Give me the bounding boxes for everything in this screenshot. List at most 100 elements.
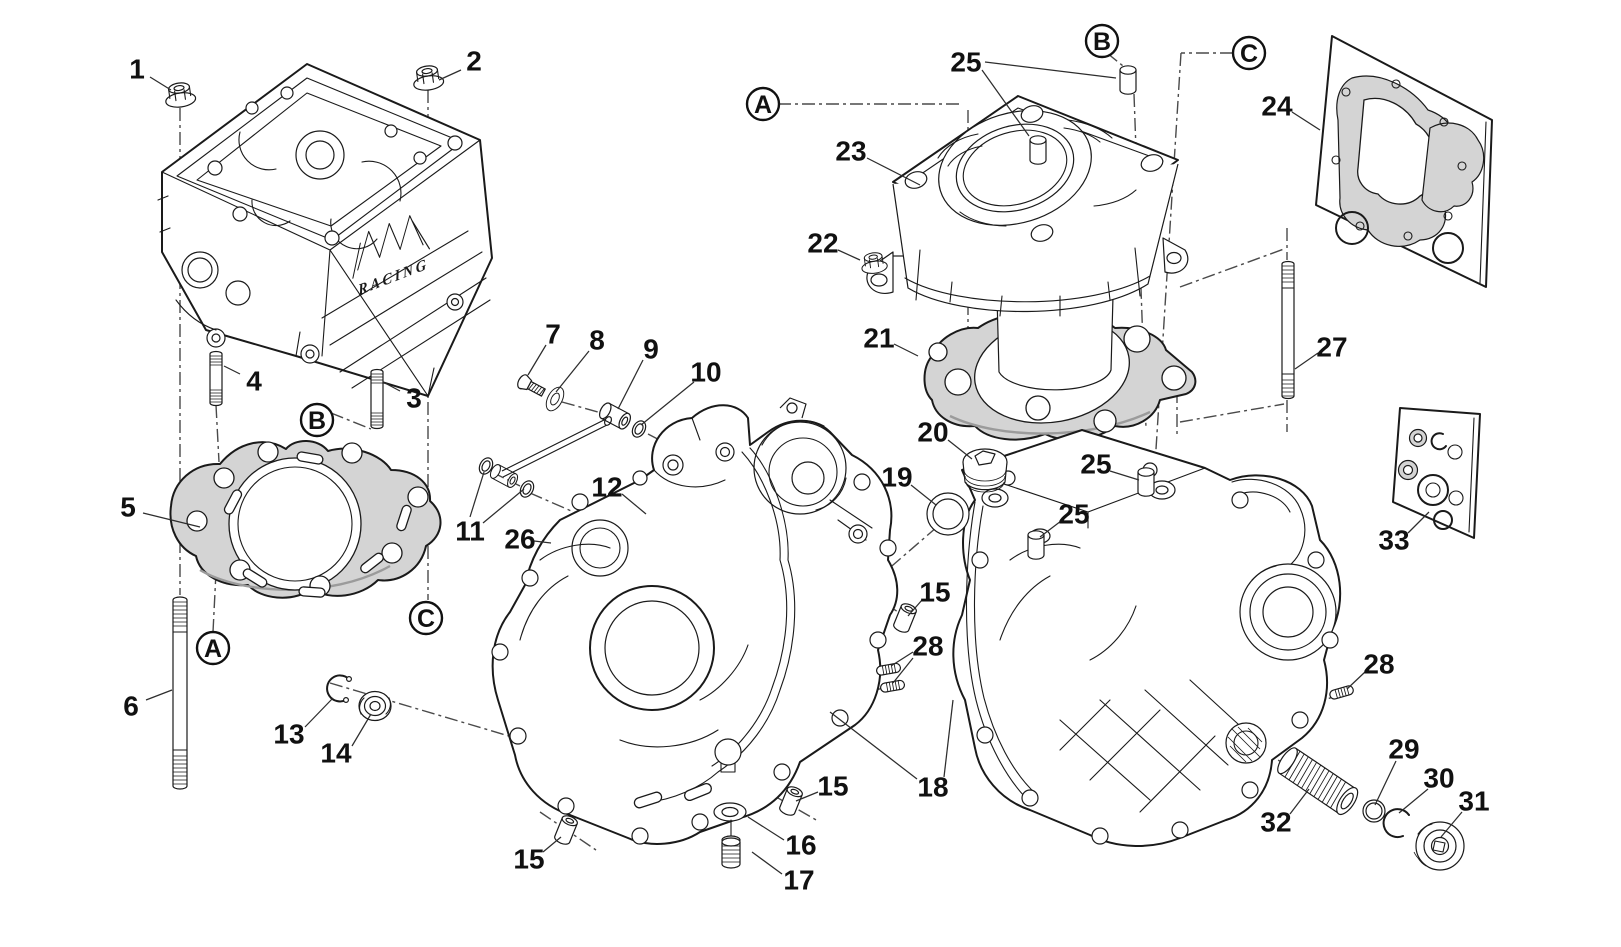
callout-11: 11 bbox=[455, 516, 485, 547]
leader-line-27 bbox=[1294, 352, 1319, 370]
axis-line bbox=[1179, 248, 1285, 288]
leader-line-31 bbox=[1440, 811, 1463, 838]
leader-line-16 bbox=[747, 816, 785, 841]
callout-20: 20 bbox=[917, 417, 948, 448]
dowel-pin-25c bbox=[1137, 467, 1155, 497]
ref-letter-C: C bbox=[1240, 40, 1258, 68]
leader-line-25 bbox=[1039, 520, 1062, 538]
axis-line bbox=[215, 404, 220, 463]
leader-line-17 bbox=[751, 851, 783, 875]
leader-line-7 bbox=[527, 344, 547, 376]
callout-17: 17 bbox=[783, 865, 814, 896]
o-ring-30 bbox=[1382, 808, 1410, 839]
crankcase-half-left-drawing bbox=[491, 397, 899, 845]
leader-line-25 bbox=[984, 61, 1117, 79]
crankcase-half-right-drawing bbox=[952, 429, 1342, 847]
stud-3 bbox=[370, 368, 384, 430]
axis-line bbox=[529, 492, 609, 528]
ref-letter-C: C bbox=[417, 605, 435, 633]
leader-line-6 bbox=[145, 689, 173, 701]
callout-15: 15 bbox=[513, 844, 544, 875]
leader-line-25 bbox=[981, 69, 1030, 137]
callout-18: 18 bbox=[917, 772, 948, 803]
seal-kit-drawing bbox=[1392, 407, 1481, 539]
callout-9: 9 bbox=[643, 334, 659, 365]
washer-8 bbox=[542, 383, 568, 415]
leader-line-26 bbox=[533, 540, 552, 544]
leader-line-22 bbox=[837, 249, 861, 261]
leader-line-13 bbox=[304, 697, 334, 728]
leader-line-23 bbox=[866, 157, 921, 186]
ref-letter-circle-B bbox=[299, 402, 335, 438]
leader-line-19 bbox=[910, 484, 937, 506]
callout-30: 30 bbox=[1423, 763, 1454, 794]
dowel-15c bbox=[553, 814, 578, 846]
o-ring-29 bbox=[1362, 799, 1386, 823]
stud-4 bbox=[209, 350, 223, 407]
leader-line-14 bbox=[351, 713, 372, 747]
callout-26: 26 bbox=[504, 524, 535, 555]
callout-15: 15 bbox=[919, 577, 950, 608]
leader-line-1 bbox=[149, 76, 172, 91]
leader-line-33 bbox=[1407, 511, 1430, 534]
axis-line bbox=[330, 412, 372, 430]
bushing-9 bbox=[596, 400, 634, 432]
leader-line-15 bbox=[907, 599, 923, 617]
callout-1: 1 bbox=[129, 54, 145, 85]
axis-line bbox=[561, 401, 599, 413]
ref-letter-A: A bbox=[754, 91, 772, 119]
leader-line-4 bbox=[223, 365, 241, 375]
callout-24: 24 bbox=[1261, 91, 1293, 122]
ref-letter-circle-A bbox=[745, 86, 781, 122]
leader-line-28 bbox=[890, 651, 914, 667]
leader-line-2 bbox=[438, 69, 462, 81]
callout-31: 31 bbox=[1458, 786, 1489, 817]
leader-line-21 bbox=[893, 343, 919, 357]
leader-line-11 bbox=[482, 488, 525, 524]
cylinder-head-drawing: RACING bbox=[157, 63, 493, 397]
callout-6: 6 bbox=[123, 691, 139, 722]
gasket-kit-drawing bbox=[1315, 35, 1493, 288]
ref-letter-circle-C bbox=[408, 600, 444, 636]
dowel-15a bbox=[892, 602, 917, 634]
grub-screw-28b bbox=[879, 679, 906, 694]
callout-23: 23 bbox=[835, 136, 866, 167]
axis-line bbox=[1179, 403, 1285, 423]
dowel-pin-25b bbox=[1119, 65, 1137, 95]
callout-21: 21 bbox=[863, 323, 894, 354]
callout-10: 10 bbox=[690, 357, 721, 388]
callout-25: 25 bbox=[1080, 449, 1111, 480]
callout-19: 19 bbox=[881, 462, 912, 493]
callout-22: 22 bbox=[807, 228, 838, 259]
leader-line-30 bbox=[1398, 788, 1429, 814]
callout-2: 2 bbox=[466, 46, 482, 77]
leader-line-9 bbox=[617, 359, 644, 410]
leader-line-28 bbox=[892, 657, 914, 684]
callout-7: 7 bbox=[545, 319, 561, 350]
callout-15: 15 bbox=[817, 771, 848, 802]
leader-line-11 bbox=[469, 471, 485, 518]
ref-letter-A: A bbox=[204, 635, 222, 663]
callout-28: 28 bbox=[1363, 649, 1394, 680]
callout-25: 25 bbox=[1058, 499, 1089, 530]
ref-letter-circle-B bbox=[1084, 23, 1120, 59]
callout-13: 13 bbox=[273, 719, 304, 750]
stud-27 bbox=[1281, 260, 1295, 400]
leader-line-15 bbox=[542, 836, 562, 853]
leader-line-18 bbox=[829, 711, 918, 780]
leader-line-24 bbox=[1291, 111, 1321, 131]
leader-line-28 bbox=[1346, 671, 1366, 690]
leader-line-18 bbox=[943, 699, 954, 778]
leader-line-3 bbox=[382, 381, 401, 392]
ref-letter-circle-A bbox=[195, 630, 231, 666]
cylinder-drawing bbox=[866, 95, 1189, 391]
leader-line-20 bbox=[947, 439, 973, 460]
o-ring-19 bbox=[926, 492, 970, 536]
leader-line-32 bbox=[1289, 788, 1310, 815]
leader-line-5 bbox=[142, 512, 201, 528]
ref-letter-circle-C bbox=[1231, 35, 1267, 71]
stud-6 bbox=[172, 596, 188, 790]
oil-plug-20 bbox=[962, 448, 1008, 493]
